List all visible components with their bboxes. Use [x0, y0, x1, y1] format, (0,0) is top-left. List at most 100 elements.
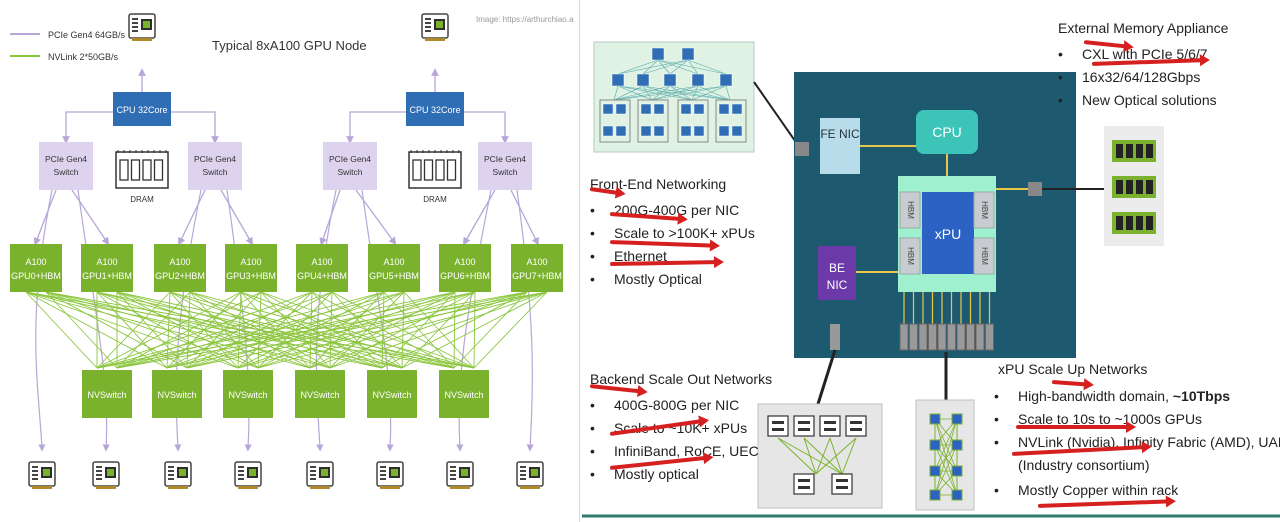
xpu-die	[922, 192, 974, 274]
gpu-node-svg: PCIe Gen4 64GB/s NVLink 2*50GB/s Typical…	[10, 13, 574, 489]
be-nic-box	[818, 246, 856, 300]
bandwidth-text: High-bandwidth domain,	[1018, 388, 1173, 404]
highlight-arrow	[1016, 421, 1136, 433]
bottom-nic-card-icon	[446, 461, 474, 489]
backend-item: 400G-800G per NIC	[586, 394, 759, 417]
nvswitch-label: NVSwitch	[372, 390, 411, 400]
nvswitch-node: NVSwitch	[152, 370, 202, 418]
external-memory-title: External Memory Appliance	[1058, 20, 1229, 36]
gpu-label: A100	[96, 257, 117, 267]
legend-nvlink-label: NVLink 2*50GB/s	[48, 52, 119, 62]
gpu-label: A100	[311, 257, 332, 267]
cpu-label: CPU	[932, 124, 962, 140]
front-end-item: Mostly Optical	[586, 268, 755, 291]
gpu-label: GPU4+HBM	[297, 271, 347, 281]
scale-up-title: xPU Scale Up Networks	[998, 361, 1148, 377]
gpu-node-diagram: PCIe Gen4 64GB/s NVLink 2*50GB/s Typical…	[0, 0, 574, 522]
switch-label: PCIe Gen4	[329, 154, 371, 164]
panel-divider	[574, 0, 582, 522]
hbm-stack	[973, 191, 995, 229]
gpu-label: GPU6+HBM	[440, 271, 490, 281]
bottom-nic-card-icon	[516, 461, 544, 489]
gpu-label: A100	[454, 257, 475, 267]
backend-item: Scale to ~10K+ xPUs	[586, 417, 759, 440]
gpu-label: GPU7+HBM	[512, 271, 562, 281]
nvswitch-node: NVSwitch	[367, 370, 417, 418]
switch-label: PCIe Gen4	[484, 154, 526, 164]
fe-port	[795, 142, 809, 156]
gpu-label: A100	[25, 257, 46, 267]
gpu-label: GPU1+HBM	[82, 271, 132, 281]
top-nic-card-icon	[421, 13, 449, 41]
switch-label: Switch	[492, 167, 517, 177]
nvswitch-node: NVSwitch	[223, 370, 273, 418]
panel-divider-line	[579, 0, 580, 522]
nvswitch-node: NVSwitch	[295, 370, 345, 418]
frontend-topology-thumbnail	[593, 41, 755, 153]
bottom-nic-card-icon	[92, 461, 120, 489]
cpu-label: CPU 32Core	[409, 105, 460, 115]
backend-topology-thumbnail	[757, 403, 883, 509]
nvswitch-node: NVSwitch	[439, 370, 489, 418]
nvswitch-label: NVSwitch	[300, 390, 339, 400]
cpu-label: CPU 32Core	[116, 105, 167, 115]
bottom-nic-card-icon	[306, 461, 334, 489]
nvswitch-node: NVSwitch	[82, 370, 132, 418]
switch-label: Switch	[337, 167, 362, 177]
be-port	[830, 324, 840, 350]
switch-label: Switch	[202, 167, 227, 177]
bandwidth-value: ~10Tbps	[1172, 388, 1231, 404]
cpu-box	[916, 110, 978, 154]
top-nic-card-icon	[128, 13, 156, 41]
hbm-stacks: HBM HBM HBM HBM	[899, 191, 995, 275]
external-memory-item: 16x32/64/128Gbps	[1054, 66, 1217, 89]
hbm-label: HBM	[906, 247, 915, 265]
diagram-title: Typical 8xA100 GPU Node	[212, 38, 367, 53]
memory-port	[1028, 182, 1042, 196]
gpu-label: GPU2+HBM	[155, 271, 205, 281]
scaleup-topology-thumbnail	[915, 399, 975, 511]
memory-module	[1112, 212, 1156, 234]
backend-title: Backend Scale Out Networks	[590, 371, 773, 387]
scale-up-item: Mostly Copper within rack	[990, 479, 1280, 502]
gpu-label: GPU3+HBM	[226, 271, 276, 281]
hbm-stack	[973, 237, 995, 275]
gpu-label: GPU5+HBM	[369, 271, 419, 281]
external-memory-item: CXL with PCIe 5/6/7	[1054, 43, 1217, 66]
bottom-nic-card-icon	[376, 461, 404, 489]
front-end-list: 200G-400G per NIC Scale to >100K+ xPUs E…	[586, 199, 755, 291]
switch-label: PCIe Gen4	[194, 154, 236, 164]
front-end-item: Ethernet	[586, 245, 755, 268]
fe-link-line	[753, 81, 801, 149]
hbm-label: HBM	[980, 201, 989, 219]
gpu-label: A100	[240, 257, 261, 267]
dram-label: DRAM	[130, 195, 154, 204]
scale-up-item: Scale to 10s to ~1000s GPUs	[990, 408, 1280, 431]
dram-module-icon: DRAM	[115, 150, 169, 204]
xpu-label: xPU	[935, 226, 961, 242]
be-link-line	[816, 349, 837, 405]
cpu-node: CPU 32Core	[113, 92, 171, 126]
interconnects-consortium: (Industry consortium)	[1018, 457, 1150, 473]
external-memory-list: CXL with PCIe 5/6/7 16x32/64/128Gbps New…	[1054, 43, 1217, 112]
scale-up-item-bandwidth: High-bandwidth domain, ~10Tbps	[990, 385, 1280, 408]
hbm-label: HBM	[980, 247, 989, 265]
hbm-label: HBM	[906, 201, 915, 219]
connection-lines	[25, 68, 548, 452]
backend-item: Mostly optical	[586, 463, 759, 486]
